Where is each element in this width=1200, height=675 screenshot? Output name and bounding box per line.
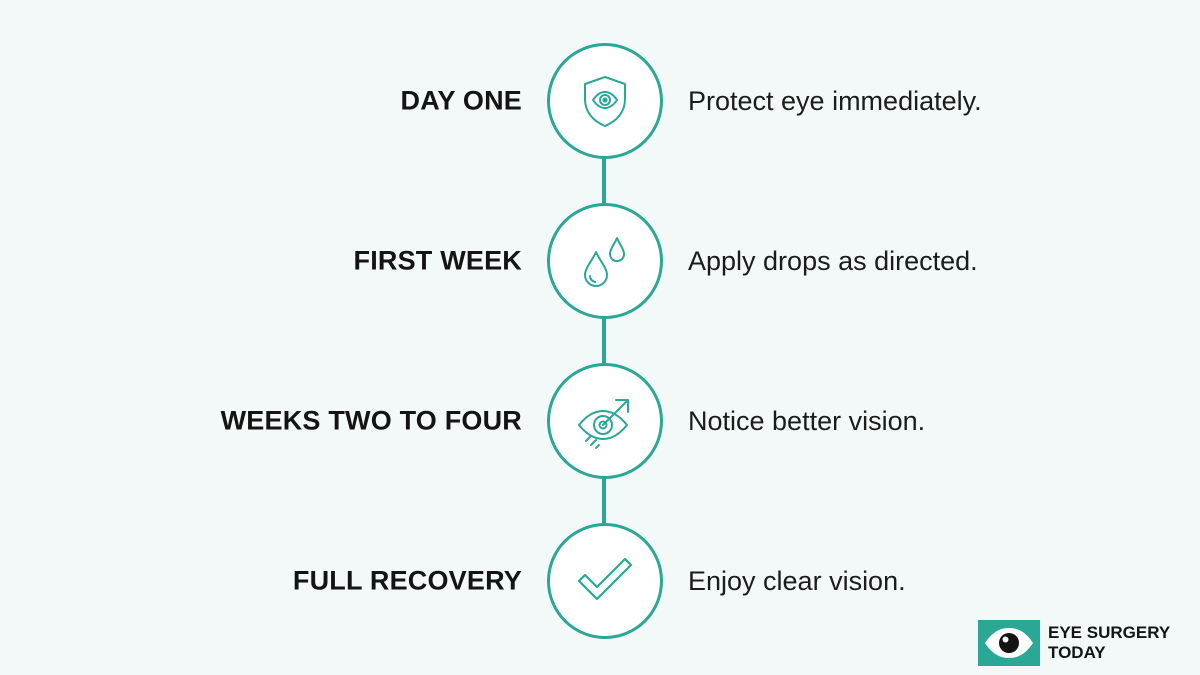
step-circle xyxy=(547,43,663,159)
timeline-step-full-recovery: FULL RECOVERY Enjoy clear vision. xyxy=(0,523,1200,639)
checkmark-icon xyxy=(577,557,633,601)
step-label: WEEKS TWO TO FOUR xyxy=(220,405,522,436)
timeline-step-weeks-two-to-four: WEEKS TWO TO FOUR Notice better vision. xyxy=(0,363,1200,479)
timeline-connector xyxy=(602,156,606,208)
step-description: Notice better vision. xyxy=(688,406,926,436)
step-description: Protect eye immediately. xyxy=(688,86,982,116)
eye-improvement-icon xyxy=(578,399,629,449)
shield-eye-icon xyxy=(584,76,626,127)
step-description: Enjoy clear vision. xyxy=(688,566,906,596)
timeline-connector xyxy=(602,476,606,528)
logo-line-2: TODAY xyxy=(1048,643,1106,662)
eye-drops-icon xyxy=(584,237,625,287)
logo-line-1: EYE SURGERY xyxy=(1048,623,1171,642)
step-label: FULL RECOVERY xyxy=(292,565,522,596)
step-label: FIRST WEEK xyxy=(353,245,522,276)
step-circle xyxy=(547,203,663,319)
step-description: Apply drops as directed. xyxy=(688,246,978,276)
step-circle xyxy=(547,523,663,639)
timeline-step-first-week: FIRST WEEK Apply drops as directed. xyxy=(0,203,1200,319)
timeline-step-day-one: DAY ONE Protect eye immediately. xyxy=(0,43,1200,159)
brand-logo: EYE SURGERY TODAY xyxy=(978,620,1194,666)
logo-text: EYE SURGERY TODAY xyxy=(1048,623,1170,663)
logo-mark xyxy=(978,620,1040,666)
step-circle xyxy=(547,363,663,479)
eye-logo-icon xyxy=(985,628,1033,658)
step-label: DAY ONE xyxy=(400,85,522,116)
timeline-connector xyxy=(602,316,606,368)
